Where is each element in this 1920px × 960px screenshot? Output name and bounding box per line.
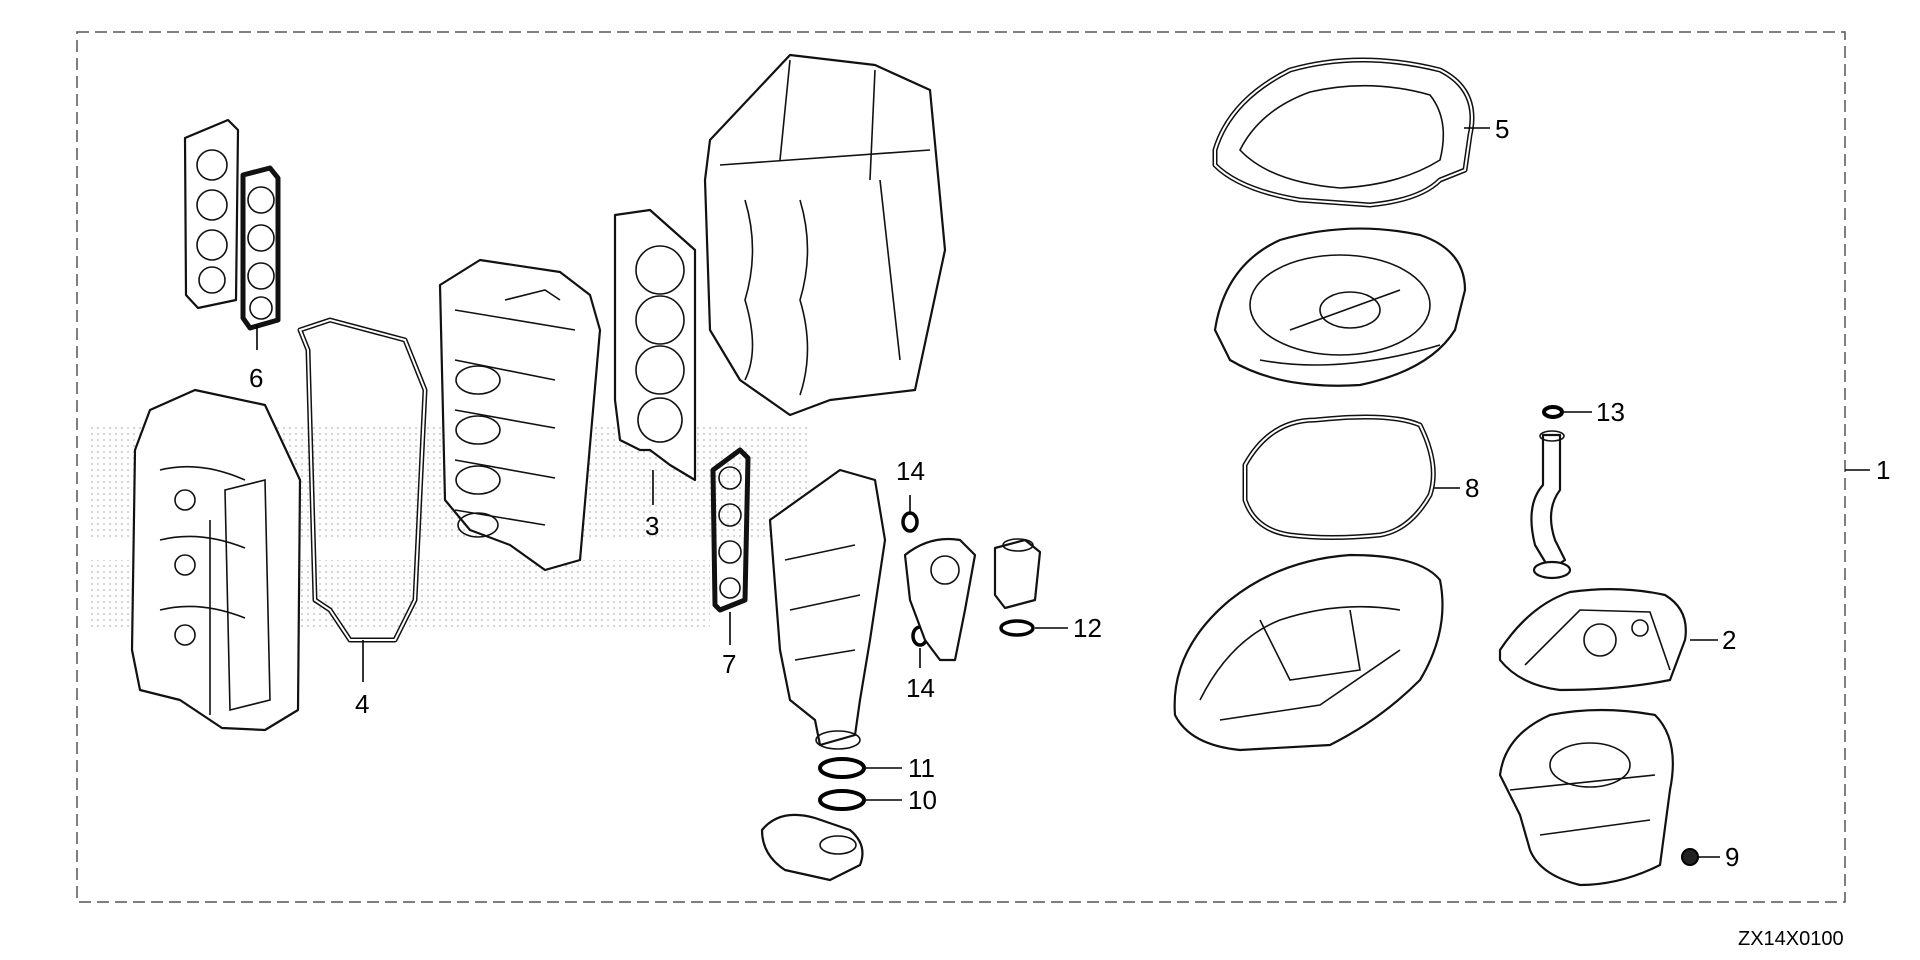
lower-oil-pan <box>1498 708 1674 887</box>
part-14-o-ring-upper <box>901 511 919 533</box>
callout-11: 11 <box>908 753 935 783</box>
callout-9: 9 <box>1725 842 1739 872</box>
callout-8: 8 <box>1465 473 1479 503</box>
callout-13: 13 <box>1596 397 1625 427</box>
part-6-intake-manifold-gasket <box>183 118 281 331</box>
callout-5: 5 <box>1495 114 1509 144</box>
callout-6: 6 <box>249 363 263 393</box>
kit-boundary-frame <box>76 31 1846 903</box>
part-2-oil-pan-gasket <box>1498 588 1687 692</box>
part-4-head-cover-gasket <box>297 317 428 643</box>
callout-2: 2 <box>1722 625 1736 655</box>
leader-lines <box>256 127 1870 858</box>
oil-pan-case <box>1173 553 1444 752</box>
callout-14-lower: 14 <box>906 673 935 703</box>
part-9-drain-washer <box>1681 848 1699 866</box>
cylinder-block <box>703 53 947 417</box>
callout-1: 1 <box>1876 455 1890 485</box>
thermostat-housing <box>993 538 1042 610</box>
exhaust-manifold <box>768 468 887 750</box>
part-12-o-ring <box>999 619 1035 637</box>
callout-4: 4 <box>355 689 369 719</box>
drawing-code: ZX14X0100 <box>1738 928 1844 950</box>
cylinder-head <box>438 258 602 572</box>
part-8-oil-pan-gasket <box>1242 414 1436 540</box>
water-pump-body <box>903 537 977 662</box>
part-11-o-ring <box>818 757 866 779</box>
callout-10: 10 <box>908 785 937 815</box>
callout-3: 3 <box>645 511 659 541</box>
part-10-o-ring <box>818 789 866 811</box>
callout-7: 7 <box>722 649 736 679</box>
part-3-head-gasket <box>613 208 697 482</box>
oil-strainer-pipe <box>1530 430 1572 580</box>
part-5-flywheel-housing-gasket <box>1212 57 1475 208</box>
callout-14-upper: 14 <box>896 456 925 486</box>
thermostat-cover <box>760 813 864 882</box>
flywheel-housing <box>1213 227 1467 387</box>
part-13-o-ring <box>1542 405 1564 419</box>
callout-12: 12 <box>1073 613 1102 643</box>
part-7-exhaust-manifold-gasket <box>710 447 751 613</box>
cylinder-head-cover <box>130 388 302 732</box>
